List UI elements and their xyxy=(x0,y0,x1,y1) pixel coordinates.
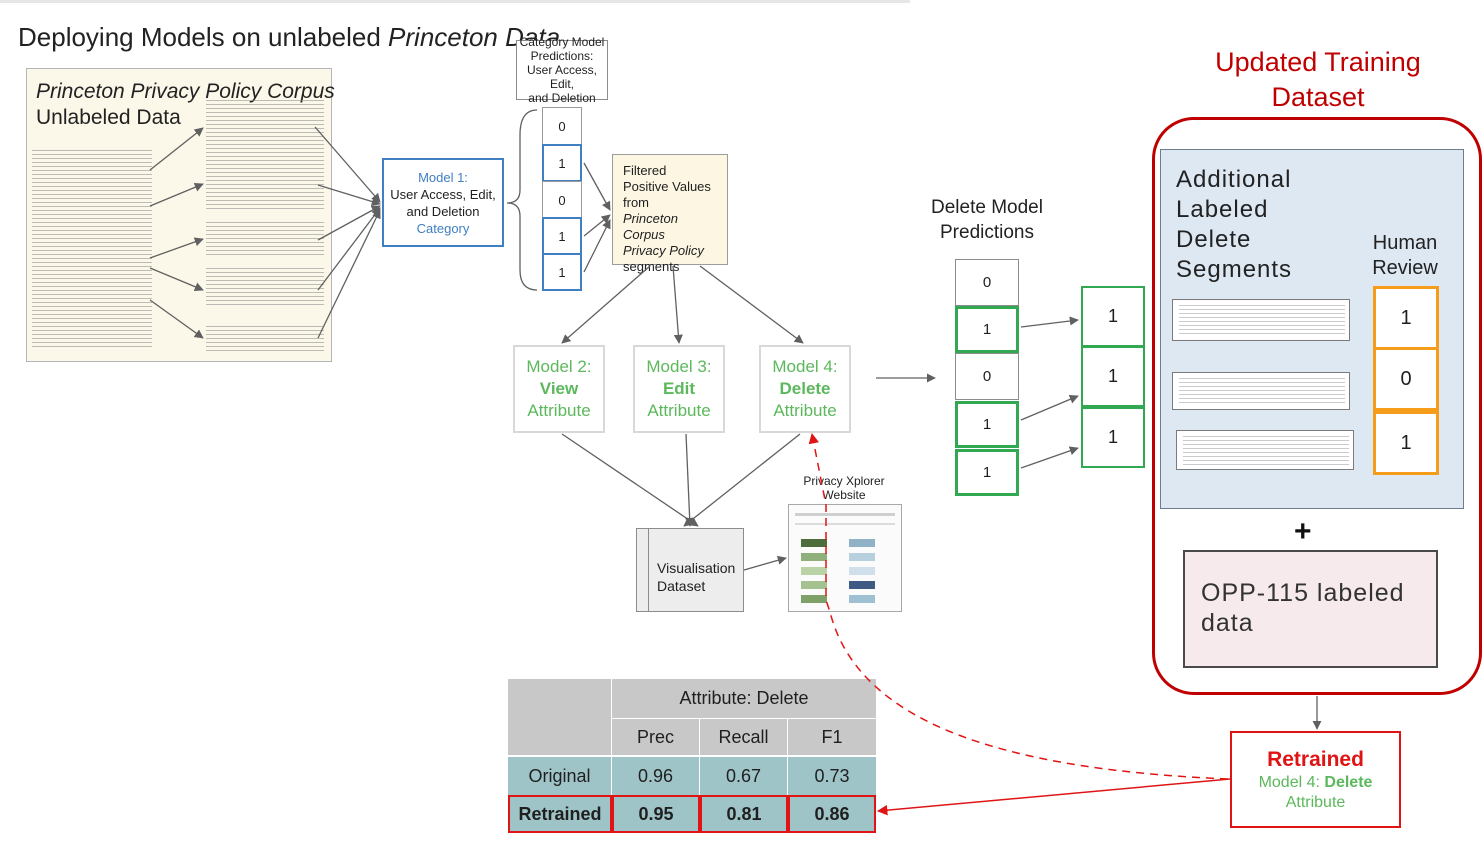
delete-prediction-cell: 1 xyxy=(955,401,1019,448)
arrow xyxy=(561,433,699,527)
delete-prediction-cell: 1 xyxy=(955,306,1019,353)
arrow xyxy=(583,162,611,211)
delete-prediction-cell: 0 xyxy=(955,259,1019,306)
table-cell: 0.67 xyxy=(700,757,788,795)
arrow xyxy=(685,433,695,527)
table-header: Attribute: Delete xyxy=(612,679,876,719)
table-cell: 0.86 xyxy=(788,795,876,833)
delete-prediction-cell: 1 xyxy=(955,449,1019,496)
document-text-block-5 xyxy=(206,326,324,354)
model1-category-box: Model 1: User Access, Edit, and Deletion… xyxy=(382,158,504,247)
row-label-original: Original xyxy=(508,757,612,795)
arrow xyxy=(317,205,381,241)
document-text-block-1 xyxy=(206,100,324,160)
table-cell: 0.95 xyxy=(612,795,700,833)
retrained-model-box: Retrained Model 4: Delete Attribute xyxy=(1230,731,1401,828)
arrow xyxy=(683,433,801,527)
document-text-block-3 xyxy=(206,222,324,256)
category-prediction-cell: 1 xyxy=(542,217,582,255)
row-label-retrained: Retrained xyxy=(508,795,612,833)
table-corner xyxy=(508,679,612,755)
table-cell: 0.81 xyxy=(700,795,788,833)
review-cell: 0 xyxy=(1373,347,1439,411)
arrow xyxy=(149,299,204,339)
filtered-positive-segments: Filtered Positive Values from Princeton … xyxy=(612,154,728,274)
category-prediction-cell: 1 xyxy=(542,253,582,291)
positive-prediction-cell: 1 xyxy=(1081,286,1145,347)
arrow xyxy=(149,127,204,171)
document-text-left xyxy=(32,150,152,350)
table-cell: 0.73 xyxy=(788,757,876,795)
dataset-divider xyxy=(648,528,649,612)
positive-prediction-cell: 1 xyxy=(1081,346,1145,407)
visualisation-dataset: Visualisation Dataset xyxy=(636,528,744,612)
category-prediction-cell: 0 xyxy=(542,107,582,145)
table-cell: 0.96 xyxy=(612,757,700,795)
arrow xyxy=(583,214,611,237)
arrow xyxy=(699,265,804,344)
segment-snippet xyxy=(1172,372,1350,410)
segment-snippet xyxy=(1176,430,1354,470)
document-text-block-2 xyxy=(206,160,324,210)
plus-sign: + xyxy=(1294,515,1312,548)
brace xyxy=(506,109,538,291)
corpus-title: Princeton Privacy Policy Corpus xyxy=(36,80,335,103)
column-header: Recall xyxy=(700,719,788,755)
arrow xyxy=(317,207,381,291)
top-divider xyxy=(0,0,910,3)
column-header: F1 xyxy=(788,719,876,755)
arrow xyxy=(317,209,381,339)
arrow xyxy=(561,265,651,344)
segment-snippet xyxy=(1172,299,1350,341)
column-header: Prec xyxy=(612,719,700,755)
feedback-dashed-arrow xyxy=(808,432,1229,780)
arrow xyxy=(1020,316,1079,328)
category-predictions-callout: Category Model Predictions: User Access,… xyxy=(516,35,608,105)
positive-prediction-cell: 1 xyxy=(1081,407,1145,468)
arrow xyxy=(583,219,611,273)
privacy-xplorer-thumbnail xyxy=(788,504,902,612)
arrow xyxy=(149,237,204,259)
arrow xyxy=(1020,446,1079,469)
review-cell: 1 xyxy=(1373,411,1439,475)
arrow xyxy=(1020,394,1079,421)
additional-segments-title: Additional Labeled Delete Segments xyxy=(1176,166,1293,283)
arrow xyxy=(149,182,204,207)
arrow xyxy=(149,267,204,292)
arrow xyxy=(743,555,787,571)
document-text-block-4 xyxy=(206,268,324,306)
arrow xyxy=(317,184,381,206)
corpus-subtitle: Unlabeled Data xyxy=(36,106,181,129)
arrow xyxy=(314,126,381,203)
delete-prediction-cell: 0 xyxy=(955,353,1019,400)
retrained-arrow xyxy=(876,778,1231,816)
results-table: Attribute: Delete Prec Recall F1 Origina… xyxy=(508,679,876,833)
arrow xyxy=(672,265,683,344)
